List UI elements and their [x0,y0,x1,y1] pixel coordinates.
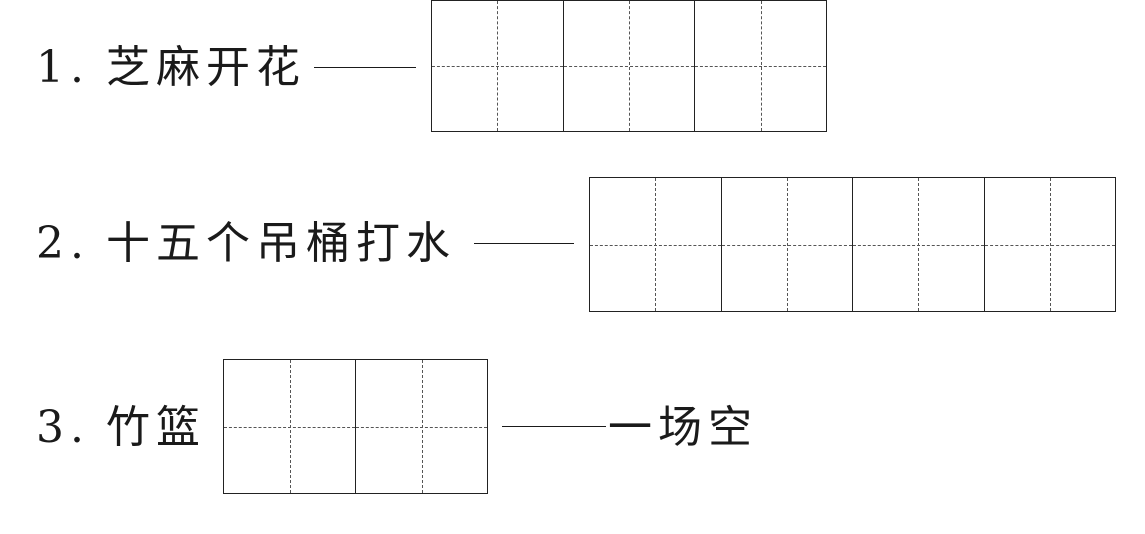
item-number: 3. [36,402,90,453]
writing-cell[interactable] [432,1,564,131]
item-prefix: 竹篮 [106,402,206,453]
writing-cell[interactable] [356,360,487,493]
writing-grid[interactable] [223,359,488,494]
writing-cell[interactable] [984,178,1116,311]
dash-line [474,243,574,244]
writing-grid[interactable] [431,0,827,132]
item-prefix: 十五个吊桶打水 [106,218,456,269]
writing-cell[interactable] [563,1,696,131]
writing-cell[interactable] [590,178,722,311]
writing-cell[interactable] [224,360,356,493]
dash-line [314,67,416,68]
writing-cell[interactable] [721,178,853,311]
item-prefix: 芝麻开花 [106,42,306,93]
writing-cell[interactable] [853,178,985,311]
item-number: 2. [36,218,90,269]
item-suffix: 一场空 [608,402,758,453]
writing-grid[interactable] [589,177,1116,312]
item-number: 1. [36,42,90,93]
writing-cell[interactable] [695,1,826,131]
dash-line [502,426,606,427]
